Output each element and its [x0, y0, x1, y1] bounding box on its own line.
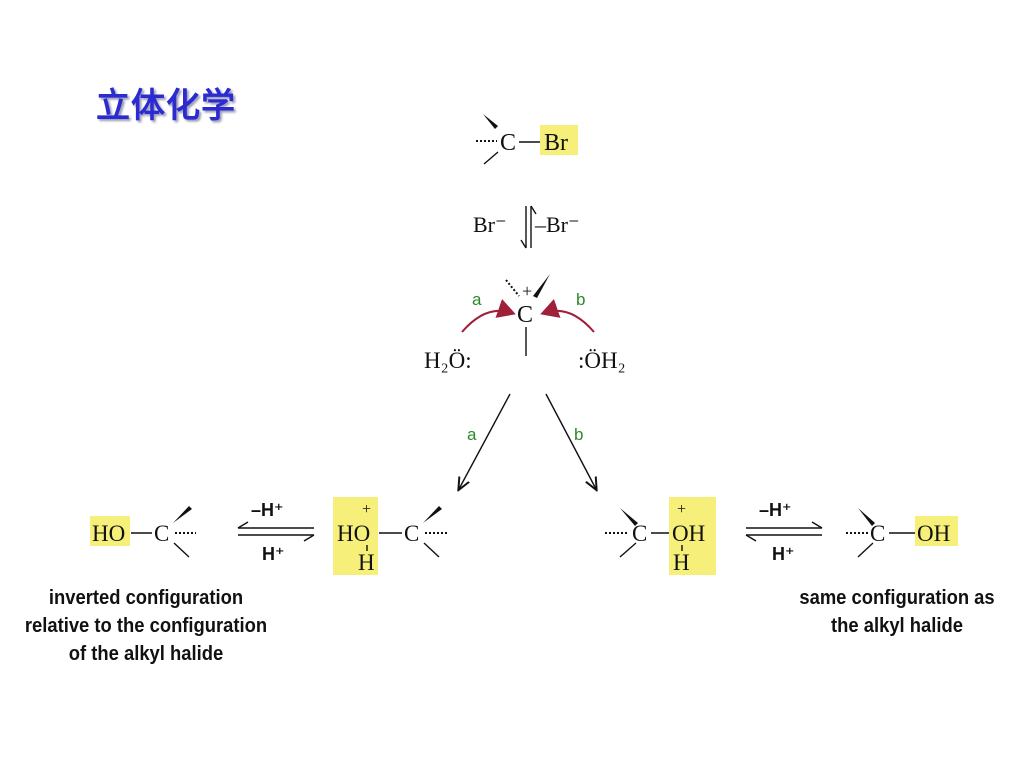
oxonium-carbon: C [404, 521, 419, 546]
bromide-left: Br⁻ [473, 212, 507, 237]
caption-line: the alkyl halide [831, 615, 963, 637]
water-right: :ÖH₂ [578, 348, 626, 373]
oxonium-oxygen: OH [672, 521, 705, 546]
plain-bond [173, 542, 190, 558]
wedge-bond [423, 506, 442, 523]
alcohol-carbon: C [154, 521, 169, 546]
alcohol-carbon: C [870, 521, 885, 546]
deprotonation-label: –H⁺ [251, 500, 284, 520]
carbon-atom: C [500, 130, 516, 156]
path-arrow-b [545, 393, 596, 489]
caption-line: same configuration as [799, 587, 995, 609]
caption-line: of the alkyl halide [68, 643, 224, 665]
wedge-bond [858, 508, 875, 526]
caption-line: inverted configuration [48, 587, 244, 609]
left-proton-equilibrium: –H⁺ H⁺ [237, 500, 315, 564]
left-oxonium: + HO H C [333, 497, 447, 575]
wedge-bond [533, 274, 550, 298]
oxonium-hydrogen: H [673, 550, 690, 575]
protonation-label: H⁺ [262, 544, 285, 564]
oxonium-highlight [333, 497, 378, 575]
cation-carbon: C [517, 302, 533, 328]
inverted-alcohol: HO C [90, 506, 196, 558]
oxonium-charge: + [677, 501, 686, 518]
protonation-label: H⁺ [772, 544, 795, 564]
wedge-bond [173, 506, 192, 523]
oxonium-hydrogen: H [358, 550, 375, 575]
plain-bond [423, 542, 440, 558]
hydroxyl-highlight [90, 516, 130, 546]
retained-caption: same configuration as the alkyl halide [780, 584, 1014, 640]
attack-label-a: a [472, 290, 482, 309]
bromine-highlight [540, 125, 578, 155]
plain-bond [483, 151, 499, 165]
plain-bond [857, 542, 874, 558]
curved-arrow-a [461, 298, 516, 333]
wedge-bond [620, 508, 638, 526]
path-arrow-a [459, 393, 511, 489]
caption-line: relative to the configuration [24, 615, 268, 637]
water-left: H₂Ö: [424, 348, 472, 373]
pathway-arrows: a b [459, 393, 596, 489]
right-proton-equilibrium: –H⁺ H⁺ [745, 500, 823, 564]
cation-charge: + [522, 281, 532, 301]
oxonium-highlight [669, 497, 716, 575]
hydroxyl-group: HO [92, 521, 125, 546]
wedge-bond [483, 114, 498, 129]
bromide-right: –Br⁻ [534, 212, 580, 237]
oxonium-carbon: C [632, 521, 647, 546]
path-label-a: a [467, 425, 477, 444]
curved-arrow-b [540, 298, 595, 333]
attack-label-b: b [576, 290, 585, 309]
hashed-bond [505, 279, 520, 297]
inverted-caption: inverted configuration relative to the c… [12, 584, 281, 668]
deprotonation-label: –H⁺ [759, 500, 792, 520]
oxonium-oxygen: HO [337, 521, 370, 546]
path-label-b: b [574, 425, 583, 444]
slide-title: 立体化学 [96, 86, 236, 126]
ionization-equilibrium: Br⁻ –Br⁻ [473, 205, 580, 249]
alkyl-bromide: C Br [476, 114, 578, 165]
bromine-atom: Br [544, 130, 568, 156]
carbocation: + C a b H₂Ö: :ÖH₂ [424, 274, 626, 373]
hydroxyl-highlight [915, 516, 958, 546]
right-oxonium: C + OH H [605, 497, 716, 575]
plain-bond [619, 542, 637, 558]
oxonium-charge: + [362, 501, 371, 518]
retained-alcohol: C OH [846, 508, 958, 558]
hydroxyl-group: OH [917, 521, 950, 546]
